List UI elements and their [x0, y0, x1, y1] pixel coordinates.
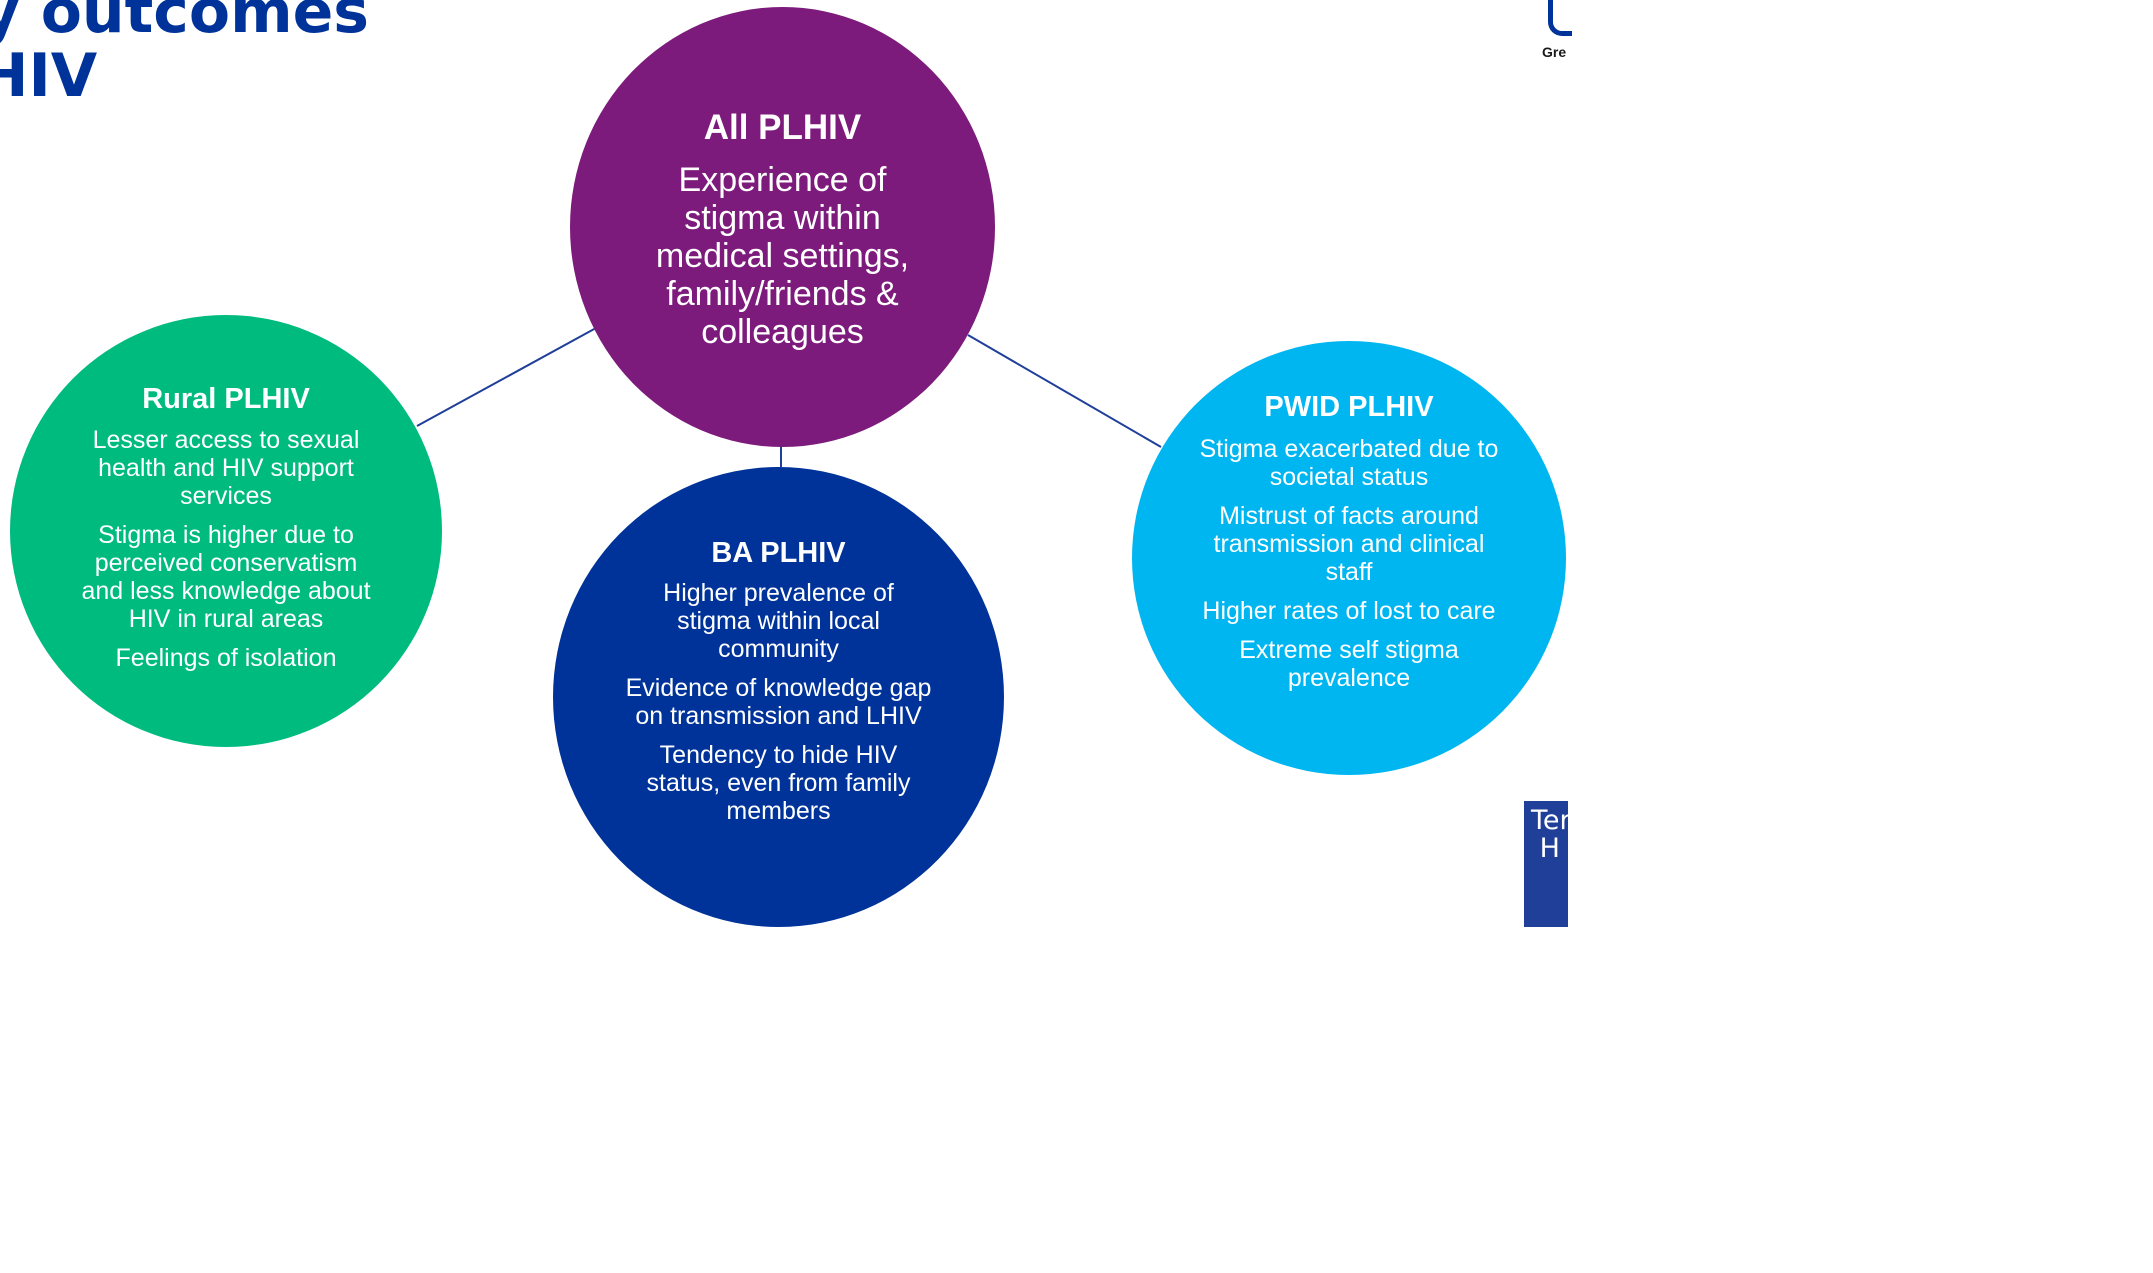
partner-logo-bottom: Ter H: [1524, 801, 1568, 927]
node-pwid-item: Higher rates of lost to care: [1202, 597, 1496, 625]
connector-all-rural: [416, 327, 597, 427]
partner-logo-bottom-text: Ter H: [1531, 805, 1568, 864]
node-ba-items: Higher prevalence of stigma within local…: [624, 579, 934, 836]
node-rural-item: Stigma is higher due to perceived conser…: [81, 521, 371, 633]
node-pwid-item: Stigma exacerbated due to societal statu…: [1199, 435, 1499, 491]
node-all-plhiv: All PLHIV Experience of stigma within me…: [570, 7, 995, 447]
node-ba-item: Higher prevalence of stigma within local…: [663, 579, 894, 663]
partner-logo-top-text: Gre: [1542, 44, 1567, 60]
slide-title-line-2: LHIV: [0, 41, 98, 111]
slide-title: ey outcomes LHIV: [0, 0, 369, 108]
node-rural-item: Lesser access to sexual health and HIV s…: [92, 426, 360, 510]
connector-all-pwid: [967, 334, 1162, 448]
partner-logo-top: Gre: [1536, 0, 1576, 95]
node-all-body: Experience of stigma within medical sett…: [655, 161, 910, 351]
slide-title-line-1: ey outcomes: [0, 0, 370, 47]
node-rural-plhiv: Rural PLHIV Lesser access to sexual heal…: [10, 315, 442, 747]
node-ba-item: Tendency to hide HIV status, even from f…: [646, 741, 911, 825]
node-pwid-item: Extreme self stigma prevalence: [1239, 636, 1459, 692]
node-pwid-heading: PWID PLHIV: [1264, 391, 1434, 423]
node-all-heading: All PLHIV: [703, 108, 862, 147]
node-rural-item: Feelings of isolation: [115, 644, 337, 672]
node-ba-item: Evidence of knowledge gap on transmissio…: [625, 674, 932, 730]
node-ba-plhiv: BA PLHIV Higher prevalence of stigma wit…: [553, 467, 1004, 927]
node-rural-items: Lesser access to sexual health and HIV s…: [76, 426, 376, 683]
connector-lines: [416, 327, 1162, 467]
logo-mark-icon: [1548, 0, 1572, 36]
node-pwid-item: Mistrust of facts around transmission an…: [1213, 502, 1485, 586]
node-ba-heading: BA PLHIV: [711, 537, 846, 569]
node-pwid-plhiv: PWID PLHIV Stigma exacerbated due to soc…: [1132, 341, 1566, 775]
node-pwid-items: Stigma exacerbated due to societal statu…: [1194, 435, 1504, 703]
node-rural-heading: Rural PLHIV: [142, 383, 310, 415]
